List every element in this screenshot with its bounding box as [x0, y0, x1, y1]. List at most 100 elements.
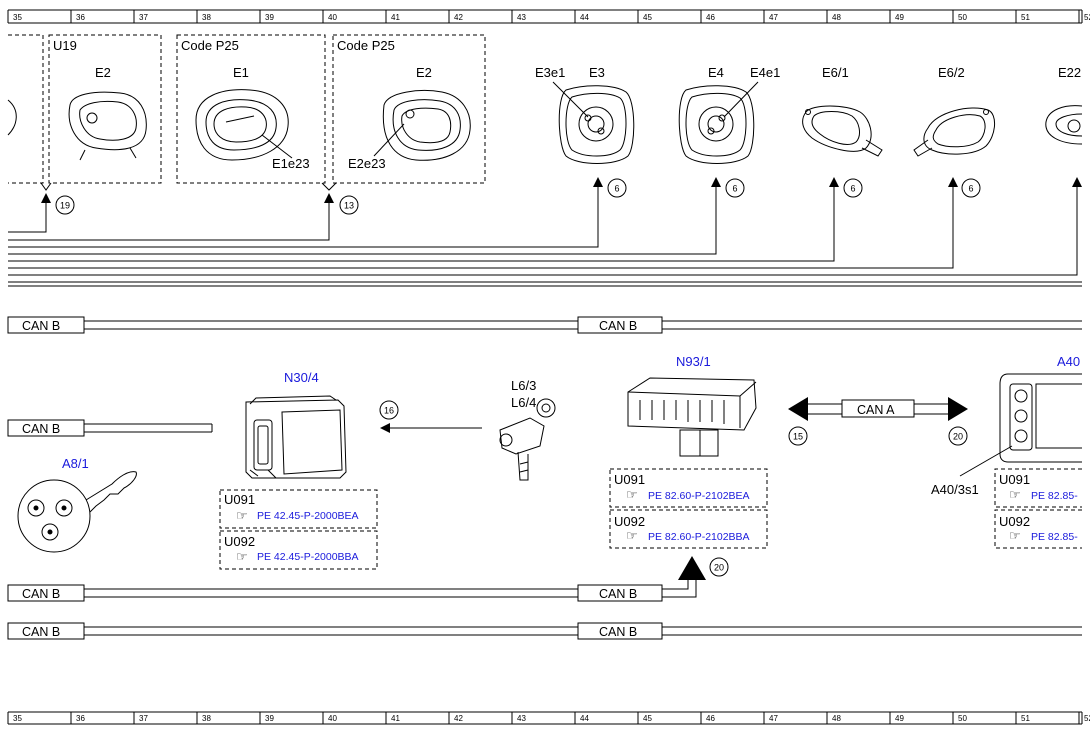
remote-key-icon	[17, 471, 137, 553]
switch-e4-icon	[678, 85, 755, 164]
component-e1e23: E1e23	[272, 156, 310, 171]
component-e6-2: E6/2	[938, 65, 965, 80]
top-ruler-label-49: 49	[895, 13, 904, 22]
can-b-label-4: CAN B	[22, 587, 60, 601]
component-a40-group: A40 A40/3s1	[931, 354, 1082, 497]
lamp-e6-1-icon	[802, 105, 883, 157]
bottom-ruler-label-47: 47	[769, 714, 778, 723]
component-e6-1: E6/1	[822, 65, 849, 80]
doc-box-n30: U091 U092 ☞ ☞ PE 42.45-P-2000BEA PE 42.4…	[219, 489, 378, 570]
can-b-bus-3: CAN B CAN B 20	[7, 556, 729, 602]
top-ruler-label-36: 36	[76, 13, 85, 22]
wire-bundle-top	[8, 177, 1082, 287]
bottom-ruler-label-41: 41	[391, 714, 400, 723]
n30-u091: U091	[224, 492, 255, 507]
control-unit-n30-icon	[245, 395, 347, 479]
ref-circles-top: 19 13 6 6 6 6	[55, 178, 981, 215]
top-ruler-label-46: 46	[706, 13, 715, 22]
a40-u091: U091	[999, 472, 1030, 487]
lamp-e6-2-icon	[913, 107, 995, 157]
bottom-ruler-label-43: 43	[517, 714, 526, 723]
n93-u091: U091	[614, 472, 645, 487]
top-ruler-label-51: 51	[1021, 13, 1030, 22]
ref-6-a: 6	[614, 184, 619, 194]
component-l6-3: L6/3	[511, 378, 536, 393]
top-ruler: 353637383940414243444546474849505152	[7, 9, 1090, 24]
n93-pe-link-1[interactable]: PE 82.60-P-2102BEA	[648, 490, 750, 502]
component-n93-1-group: N93/1	[627, 354, 757, 457]
component-e3-group: E3e1 E3	[535, 65, 635, 164]
can-a-label: CAN A	[857, 403, 895, 417]
component-l6-group: L6/3 L6/4	[499, 378, 556, 481]
hand-pointer-icon: ☞	[626, 528, 638, 543]
component-e2-left: E2	[95, 65, 111, 80]
can-b-bus-1: CAN B CAN B	[7, 316, 1082, 334]
top-ruler-label-43: 43	[517, 13, 526, 22]
component-n30-4: N30/4	[284, 370, 319, 385]
bottom-ruler-label-42: 42	[454, 714, 463, 723]
ref-6-b: 6	[732, 184, 737, 194]
component-a40: A40	[1057, 354, 1080, 369]
ref-20-b: 20	[714, 563, 724, 573]
e1e23-leader	[261, 134, 293, 159]
box-u19: U19 E2	[48, 34, 162, 184]
doc-box-a40: U091 U092 ☞ ☞ PE 82.85- PE 82.85-	[994, 468, 1082, 549]
bottom-ruler-label-40: 40	[328, 714, 337, 723]
ref-19: 19	[60, 201, 70, 211]
top-ruler-label-42: 42	[454, 13, 463, 22]
can-a-bus: CAN A 15 20	[788, 397, 968, 446]
can-b-label-2: CAN B	[599, 319, 637, 333]
steering-pad-e2-icon	[382, 90, 471, 161]
component-e1: E1	[233, 65, 249, 80]
can-b-label-3: CAN B	[22, 422, 60, 436]
top-ruler-label-47: 47	[769, 13, 778, 22]
ref-13: 13	[344, 201, 354, 211]
top-ruler-label-41: 41	[391, 13, 400, 22]
n93-pe-link-2[interactable]: PE 82.60-P-2102BBA	[648, 531, 750, 543]
box-partial-left	[7, 34, 44, 184]
component-e2e23: E2e23	[348, 156, 386, 171]
lamp-e22-icon	[1045, 105, 1083, 145]
bottom-ruler-label-44: 44	[580, 714, 589, 723]
steering-pad-e1-icon	[195, 89, 289, 161]
bottom-ruler-label-51: 51	[1021, 714, 1030, 723]
n30-pe-link-2[interactable]: PE 42.45-P-2000BBA	[257, 551, 359, 563]
component-l6-4: L6/4	[511, 395, 536, 410]
control-unit-n93-icon	[627, 377, 757, 457]
bottom-ruler-label-45: 45	[643, 714, 652, 723]
can-b-label-5: CAN B	[599, 587, 637, 601]
bottom-ruler-label-38: 38	[202, 714, 211, 723]
component-e6-2-group: E6/2	[913, 65, 995, 157]
can-b-bus-stub: CAN B	[7, 419, 213, 437]
a40-pe-link-1[interactable]: PE 82.85-	[1031, 490, 1078, 502]
bottom-ruler-label-52: 52	[1084, 714, 1090, 723]
can-b-label-6: CAN B	[22, 625, 60, 639]
switch-e3-icon	[558, 85, 635, 164]
display-a40-icon	[999, 373, 1082, 463]
hand-pointer-icon: ☞	[236, 549, 248, 564]
e2e23-leader	[373, 123, 405, 157]
component-e4-group: E4 E4e1	[678, 65, 780, 164]
box-code-p25-a-label: Code P25	[181, 38, 239, 53]
can-b-bus-4: CAN B CAN B	[7, 622, 1082, 640]
component-a40-3s1: A40/3s1	[931, 482, 979, 497]
bottom-ruler-label-48: 48	[832, 714, 841, 723]
box-code-p25-b: Code P25 E2 E2e23	[332, 34, 486, 184]
a40-pe-link-2[interactable]: PE 82.85-	[1031, 531, 1078, 543]
top-ruler-label-44: 44	[580, 13, 589, 22]
bottom-ruler-label-46: 46	[706, 714, 715, 723]
top-ruler-label-37: 37	[139, 13, 148, 22]
component-e2-right: E2	[416, 65, 432, 80]
ref-15: 15	[793, 432, 803, 442]
hand-pointer-icon: ☞	[1009, 528, 1021, 543]
bottom-ruler-label-49: 49	[895, 714, 904, 723]
n30-pe-link-1[interactable]: PE 42.45-P-2000BEA	[257, 510, 359, 522]
component-e4e1: E4e1	[750, 65, 780, 80]
bottom-ruler-label-36: 36	[76, 714, 85, 723]
component-e22: E22	[1058, 65, 1081, 80]
component-e4: E4	[708, 65, 724, 80]
hand-pointer-icon: ☞	[236, 508, 248, 523]
component-n93-1: N93/1	[676, 354, 711, 369]
component-a8-1: A8/1	[62, 456, 89, 471]
